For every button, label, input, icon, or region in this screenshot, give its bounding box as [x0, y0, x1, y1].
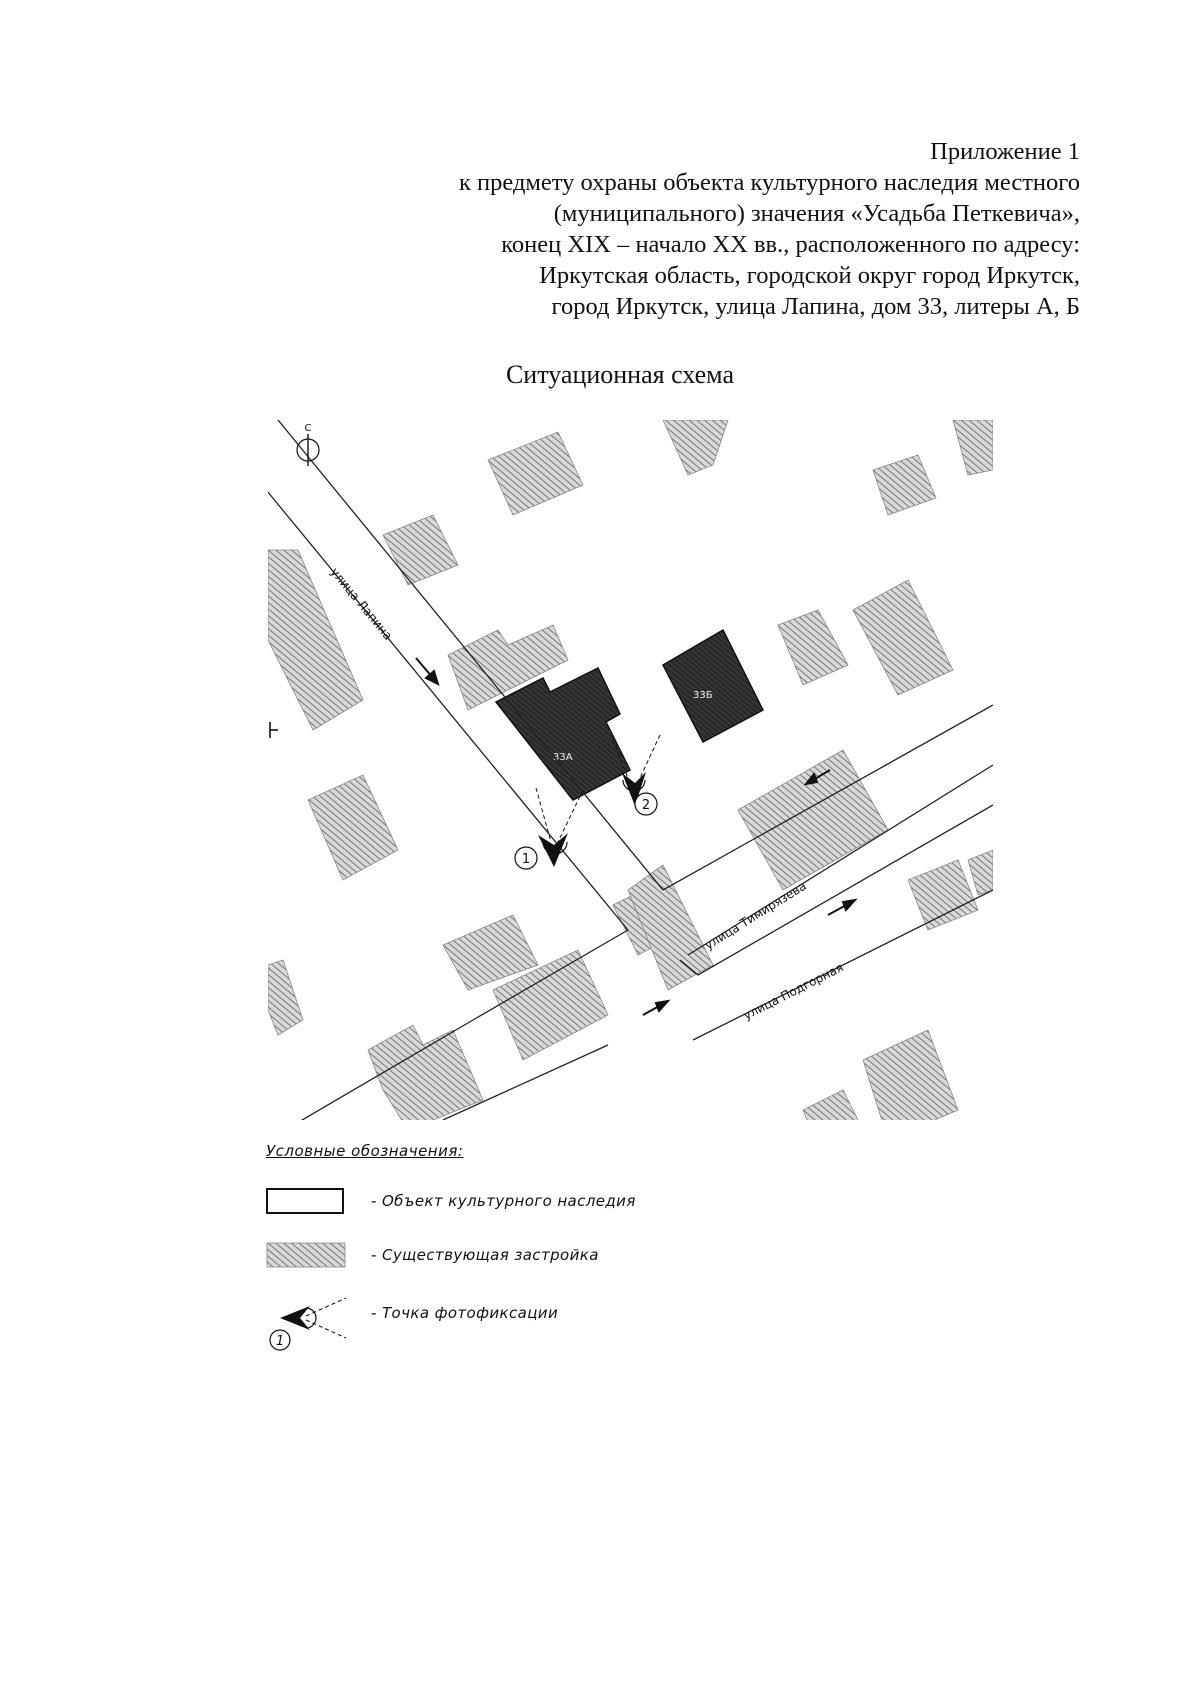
- arrow-icon: [415, 657, 440, 686]
- heritage-label-a: 33А: [553, 752, 573, 763]
- outline-box-icon: [266, 1188, 344, 1214]
- existing-building: [777, 609, 849, 686]
- arrow-icon: [827, 898, 858, 916]
- existing-building: [737, 749, 889, 891]
- existing-building: [487, 431, 584, 516]
- existing-building: [802, 1089, 859, 1120]
- situational-map: 33А 33Б: [268, 420, 993, 1120]
- arrow-icon: [803, 769, 831, 786]
- photo-point-icon: 1: [269, 1297, 346, 1351]
- arrow-icon: [642, 999, 671, 1016]
- heritage-label-b: 33Б: [693, 690, 713, 701]
- header-line: к предмету охраны объекта культурного на…: [459, 169, 1080, 196]
- map-legend: Условные обозначения: - Объект культурно…: [266, 1142, 826, 1351]
- photo-point-number: 1: [522, 852, 530, 867]
- legend-text: - Объект культурного наследия: [371, 1192, 636, 1210]
- podgornaya-edge: [692, 889, 993, 1041]
- hatched-box-icon: [266, 1242, 346, 1268]
- existing-building: [382, 514, 459, 586]
- legend-text: - Существующая застройка: [371, 1246, 599, 1264]
- photo-point-number: 1: [276, 1334, 284, 1349]
- existing-building: [447, 624, 569, 711]
- existing-building: [952, 420, 993, 476]
- legend-item-existing: - Существующая застройка: [266, 1242, 826, 1282]
- legend-title: Условные обозначения:: [266, 1142, 464, 1160]
- existing-building: [872, 454, 937, 516]
- existing-buildings: [268, 420, 993, 1120]
- existing-building: [268, 549, 364, 731]
- existing-building: [492, 949, 609, 1061]
- existing-building: [367, 1024, 484, 1120]
- existing-building: [268, 959, 304, 1036]
- header-line: Приложение 1: [930, 138, 1080, 165]
- header-line: Иркутская область, городской округ город…: [539, 262, 1080, 289]
- heritage-objects: [494, 628, 764, 801]
- photo-point-2: 2: [612, 734, 661, 816]
- existing-building: [907, 859, 979, 931]
- photo-point-1: 1: [514, 787, 584, 870]
- legend-item-heritage: - Объект культурного наследия: [266, 1188, 826, 1228]
- header-line: (муниципального) значения «Усадьба Петке…: [553, 200, 1080, 227]
- map-south-line: [442, 1044, 609, 1120]
- street-label-podgornaya: улица Подгорная: [741, 960, 846, 1023]
- timiryazeva-lower: [679, 804, 993, 976]
- header-line: город Иркутск, улица Лапина, дом 33, лит…: [551, 293, 1081, 320]
- existing-building: [662, 420, 729, 476]
- street-label-lapina: улица Лапина: [328, 565, 396, 643]
- existing-building: [627, 864, 714, 991]
- lapina-edge-upper: [277, 420, 664, 891]
- scheme-title: Ситуационная схема: [505, 360, 735, 389]
- timiryazeva-edge: [687, 764, 993, 956]
- street-lines: [268, 420, 993, 1120]
- north-arrow-icon: С: [296, 423, 320, 466]
- legend-item-photo-point: 1 - Точка фотофиксации: [266, 1290, 826, 1360]
- lapina-edge-lower: [268, 491, 629, 931]
- heritage-building-litera-b: [662, 628, 764, 744]
- north-letter: С: [305, 423, 312, 434]
- existing-building: [852, 579, 954, 696]
- existing-building: [967, 849, 993, 896]
- header-line: конец XIX – начало XX вв., расположенног…: [501, 231, 1080, 258]
- legend-text: - Точка фотофиксации: [371, 1304, 559, 1322]
- heritage-building-litera-a: [494, 666, 631, 801]
- appendix-header: Приложение 1 к предмету охраны объекта к…: [280, 136, 1080, 322]
- existing-building: [442, 914, 539, 991]
- existing-building: [862, 1029, 959, 1120]
- photo-point-number: 2: [642, 798, 650, 813]
- traffic-arrows: [415, 657, 858, 1016]
- block-edge-lower: [472, 929, 629, 1021]
- map-canvas: 33А 33Б: [268, 420, 993, 1120]
- block-edge: [662, 704, 993, 891]
- block-edge-south: [300, 1019, 474, 1120]
- existing-building: [307, 774, 399, 881]
